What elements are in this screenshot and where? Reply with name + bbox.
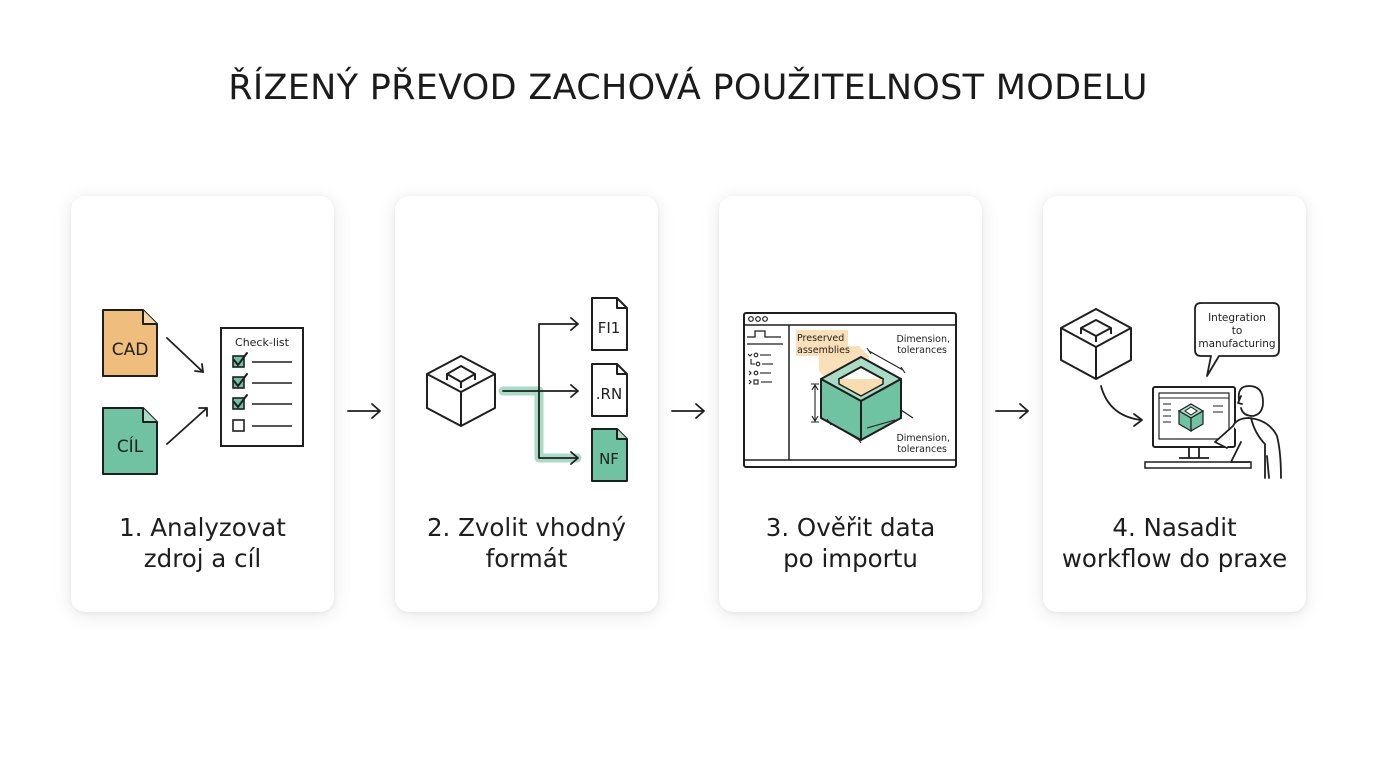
arrow-right-icon bbox=[995, 403, 1029, 419]
step-card-format: FI1 .RN NF 2. Zvolit vhodný formát bbox=[395, 196, 658, 612]
checklist-icon: Check-list bbox=[220, 327, 304, 447]
diagram-title: ŘÍZENÝ PŘEVOD ZACHOVÁ POUŽITELNOST MODEL… bbox=[228, 68, 1148, 108]
app-window-icon: Preserved assemblies Dimension, toleranc… bbox=[743, 312, 957, 468]
cube-model-icon bbox=[820, 356, 902, 441]
arrow-right-icon bbox=[347, 403, 381, 419]
arrow-right-icon bbox=[671, 403, 705, 419]
file-icon: FI1 bbox=[591, 297, 628, 351]
annotation-text: tolerances bbox=[897, 444, 947, 455]
file-icon: .RN bbox=[591, 363, 628, 417]
deploy-illustration: Integration to manufacturing bbox=[1060, 302, 1282, 479]
model-tree bbox=[747, 352, 773, 385]
step-card-deploy: Integration to manufacturing bbox=[1043, 196, 1306, 612]
cad-label: CAD bbox=[112, 340, 149, 360]
step-card-analyze: CAD CÍL Check-list bbox=[71, 196, 334, 612]
bubble-text: to bbox=[1232, 325, 1243, 337]
step-label: 1. Analyzovat zdroj a cíl bbox=[119, 513, 286, 573]
cube-icon bbox=[426, 355, 496, 427]
bubble-text: manufacturing bbox=[1198, 338, 1275, 350]
target-label: CÍL bbox=[117, 435, 144, 457]
monitor-icon bbox=[1144, 386, 1252, 469]
step-card-verify: Preserved assemblies Dimension, toleranc… bbox=[719, 196, 982, 612]
format-label: FI1 bbox=[598, 319, 621, 337]
bubble-text: Integration bbox=[1208, 312, 1266, 324]
step-label: 4. Nasadit workflow do praxe bbox=[1061, 513, 1288, 573]
annotation-text: Dimension, bbox=[896, 433, 950, 444]
arrow-right-icon bbox=[166, 337, 204, 373]
annotation-text: Dimension, bbox=[896, 334, 950, 345]
format-label: NF bbox=[599, 450, 619, 468]
file-icon-selected: NF bbox=[591, 428, 628, 482]
step-label: 2. Zvolit vhodný formát bbox=[426, 513, 627, 573]
target-document-icon: CÍL bbox=[102, 407, 158, 475]
step-label: 3. Ověřit data po importu bbox=[765, 513, 936, 573]
speech-bubble: Integration to manufacturing bbox=[1194, 302, 1280, 377]
branch-arrows bbox=[502, 317, 579, 465]
format-label: .RN bbox=[596, 385, 622, 403]
annotation-text: Preserved bbox=[797, 333, 844, 344]
cad-document-icon: CAD bbox=[102, 309, 158, 377]
dimension-lines bbox=[811, 347, 914, 444]
curved-arrow-icon bbox=[1100, 385, 1143, 427]
annotation-text: assemblies bbox=[797, 345, 850, 356]
arrow-right-icon bbox=[166, 407, 208, 445]
format-illustration: FI1 .RN NF bbox=[426, 297, 628, 482]
verify-illustration: Preserved assemblies Dimension, toleranc… bbox=[743, 312, 957, 468]
analyze-illustration: CAD CÍL Check-list bbox=[102, 309, 304, 475]
annotation-text: tolerances bbox=[897, 345, 947, 356]
cube-icon bbox=[1060, 308, 1132, 380]
checklist-title: Check-list bbox=[235, 336, 290, 349]
person-icon bbox=[1214, 385, 1282, 479]
check-icon bbox=[233, 352, 248, 409]
